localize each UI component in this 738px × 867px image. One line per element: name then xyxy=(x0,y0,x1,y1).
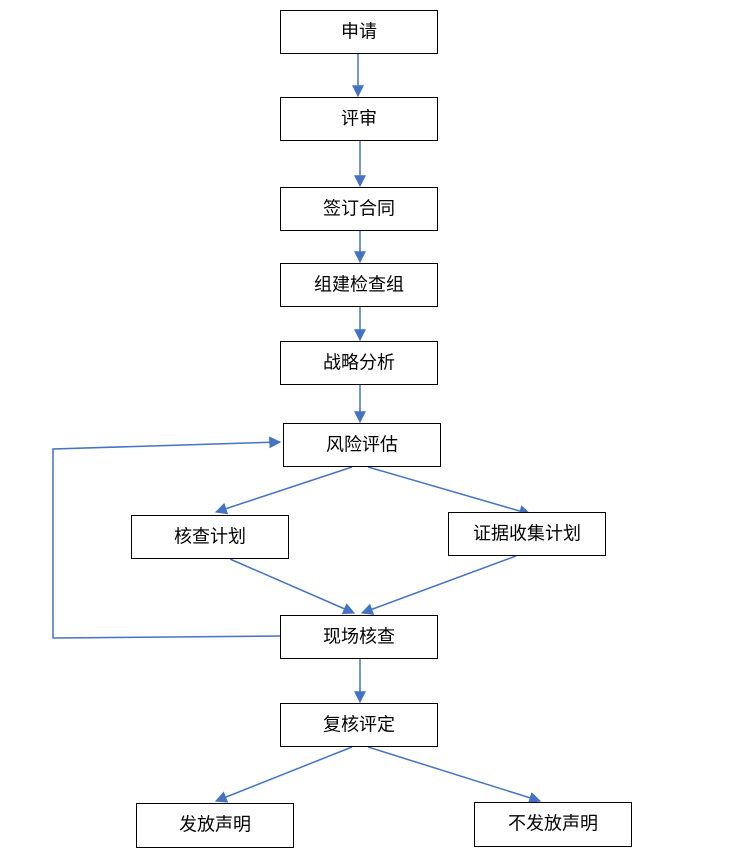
node-form-team: 组建检查组 xyxy=(280,263,438,307)
node-label: 现场核查 xyxy=(323,627,395,648)
node-label: 战略分析 xyxy=(323,353,395,374)
node-box xyxy=(280,10,438,54)
node-evidence-plan: 证据收集计划 xyxy=(448,512,606,556)
node-label: 证据收集计划 xyxy=(473,524,581,545)
node-box xyxy=(280,187,438,231)
node-label: 评审 xyxy=(341,109,377,130)
node-re-evaluation: 复核评定 xyxy=(280,703,438,747)
node-sign-contract: 签订合同 xyxy=(280,187,438,231)
node-box xyxy=(280,703,438,747)
arrow-check-plan-to-site xyxy=(229,558,356,615)
node-site-check: 现场核查 xyxy=(280,615,438,659)
node-box xyxy=(136,803,294,848)
node-box xyxy=(131,515,289,559)
node-label: 风险评估 xyxy=(326,435,398,456)
node-label: 核查计划 xyxy=(174,527,246,548)
node-box xyxy=(448,512,606,556)
node-label: 签订合同 xyxy=(323,199,395,220)
node-check-plan: 核查计划 xyxy=(131,515,289,559)
node-box xyxy=(280,263,438,307)
arrow-reeval-to-no-issue xyxy=(367,746,542,804)
node-label: 组建检查组 xyxy=(314,275,404,296)
node-no-statement: 不发放声明 xyxy=(474,802,632,847)
node-box xyxy=(280,97,438,141)
arrow-risk-to-evidence-plan xyxy=(367,466,532,517)
node-review: 评审 xyxy=(280,97,438,141)
arrow-evidence-plan-to-site xyxy=(360,555,517,615)
feedback-loop-site-to-risk xyxy=(52,436,282,639)
node-box xyxy=(280,615,438,659)
node-label: 申请 xyxy=(341,22,377,43)
node-box xyxy=(280,341,438,385)
node-apply: 申请 xyxy=(280,10,438,54)
node-label: 不发放声明 xyxy=(508,814,598,835)
node-label: 发放声明 xyxy=(179,815,251,836)
node-label: 复核评定 xyxy=(323,715,395,736)
node-issue-statement: 发放声明 xyxy=(136,803,294,848)
arrow-reeval-to-issue xyxy=(214,746,353,803)
node-box xyxy=(283,423,441,467)
node-box xyxy=(474,802,632,847)
arrow-risk-to-check-plan xyxy=(214,466,353,515)
node-strategy: 战略分析 xyxy=(280,341,438,385)
node-risk-assessment: 风险评估 xyxy=(283,423,441,467)
edges xyxy=(52,54,542,804)
